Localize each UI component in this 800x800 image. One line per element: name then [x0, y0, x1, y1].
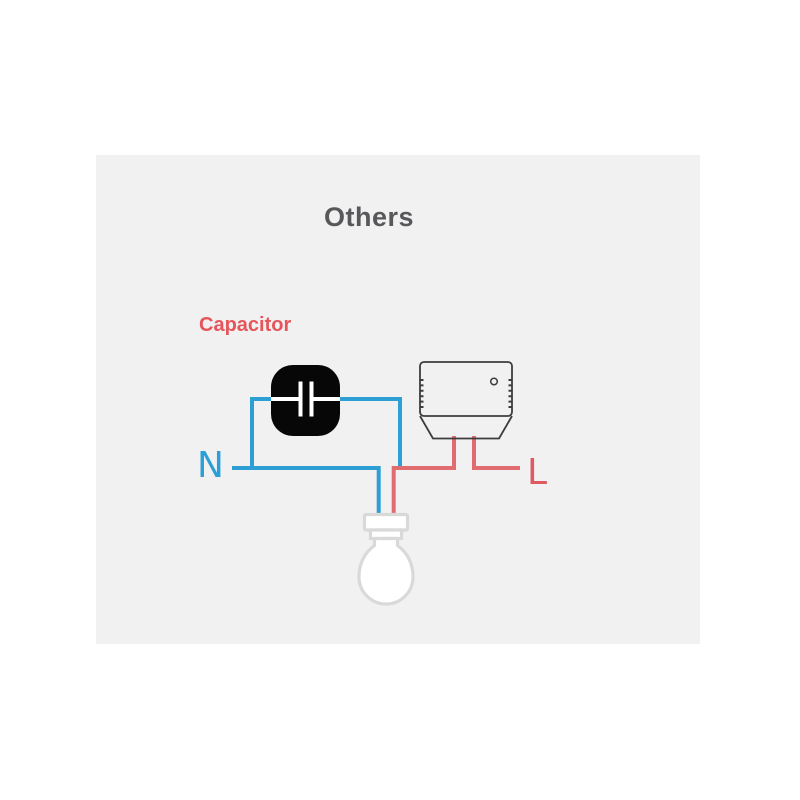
page-title: Others — [323, 202, 415, 232]
neutral-wire-label: N — [197, 445, 224, 486]
capacitor-body — [271, 365, 340, 436]
bulb-socket-cap — [362, 512, 410, 532]
relay-module-icon — [419, 361, 513, 440]
relay-module-body — [419, 361, 513, 417]
relay-module-base — [419, 415, 513, 440]
capacitor-label: Capacitor — [199, 314, 292, 336]
neutral-wire — [232, 397, 402, 515]
live-wire-label: L — [527, 452, 548, 493]
relay-module-button — [489, 377, 499, 386]
light-bulb-icon — [357, 512, 415, 606]
live-wire — [391, 436, 520, 515]
capacitor-icon — [271, 365, 340, 436]
bulb-glass — [357, 536, 415, 606]
capacitor-plates — [271, 381, 340, 417]
